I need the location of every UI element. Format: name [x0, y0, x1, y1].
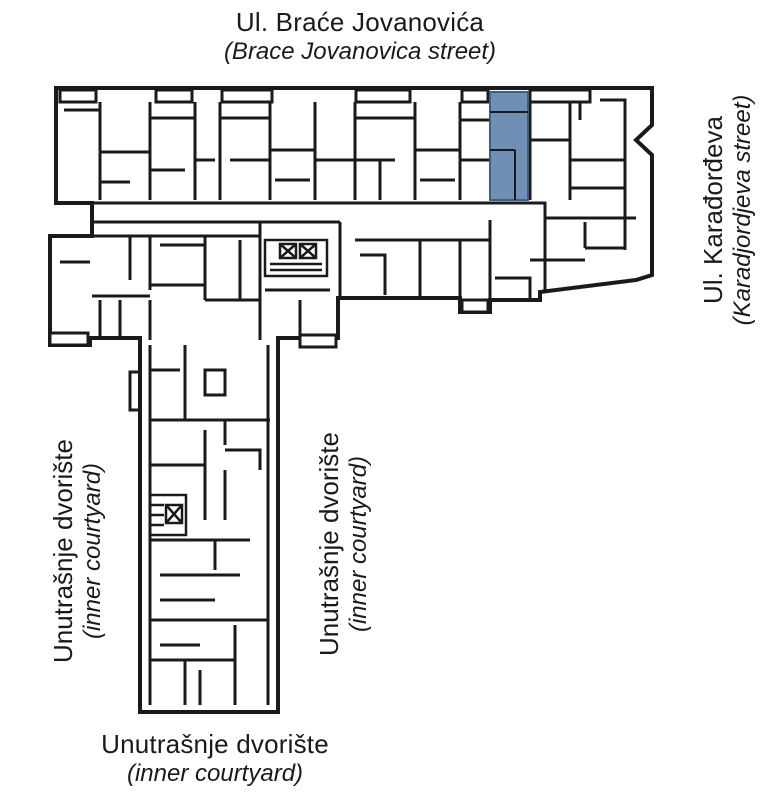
bottom-courtyard-label: Unutrašnje dvorište (inner courtyard) — [60, 729, 370, 787]
top-street-name: Ul. Braće Jovanovića — [235, 7, 485, 37]
top-street-label: Ul. Braće Jovanovića (Brace Jovanovica s… — [190, 7, 530, 65]
elevator-core-north — [263, 238, 329, 278]
bottom-courtyard-name-en: (inner courtyard) — [126, 759, 304, 787]
bottom-courtyard-name: Unutrašnje dvorište — [101, 729, 329, 759]
outer-walls — [48, 86, 654, 714]
facade-balconies — [48, 88, 592, 349]
inner-walls — [60, 98, 636, 705]
elevator-core-south — [148, 493, 188, 537]
highlighted-unit — [489, 91, 529, 201]
top-street-name-en: (Brace Jovanovica street) — [223, 37, 497, 65]
highlighted-unit-partitions — [490, 111, 528, 200]
